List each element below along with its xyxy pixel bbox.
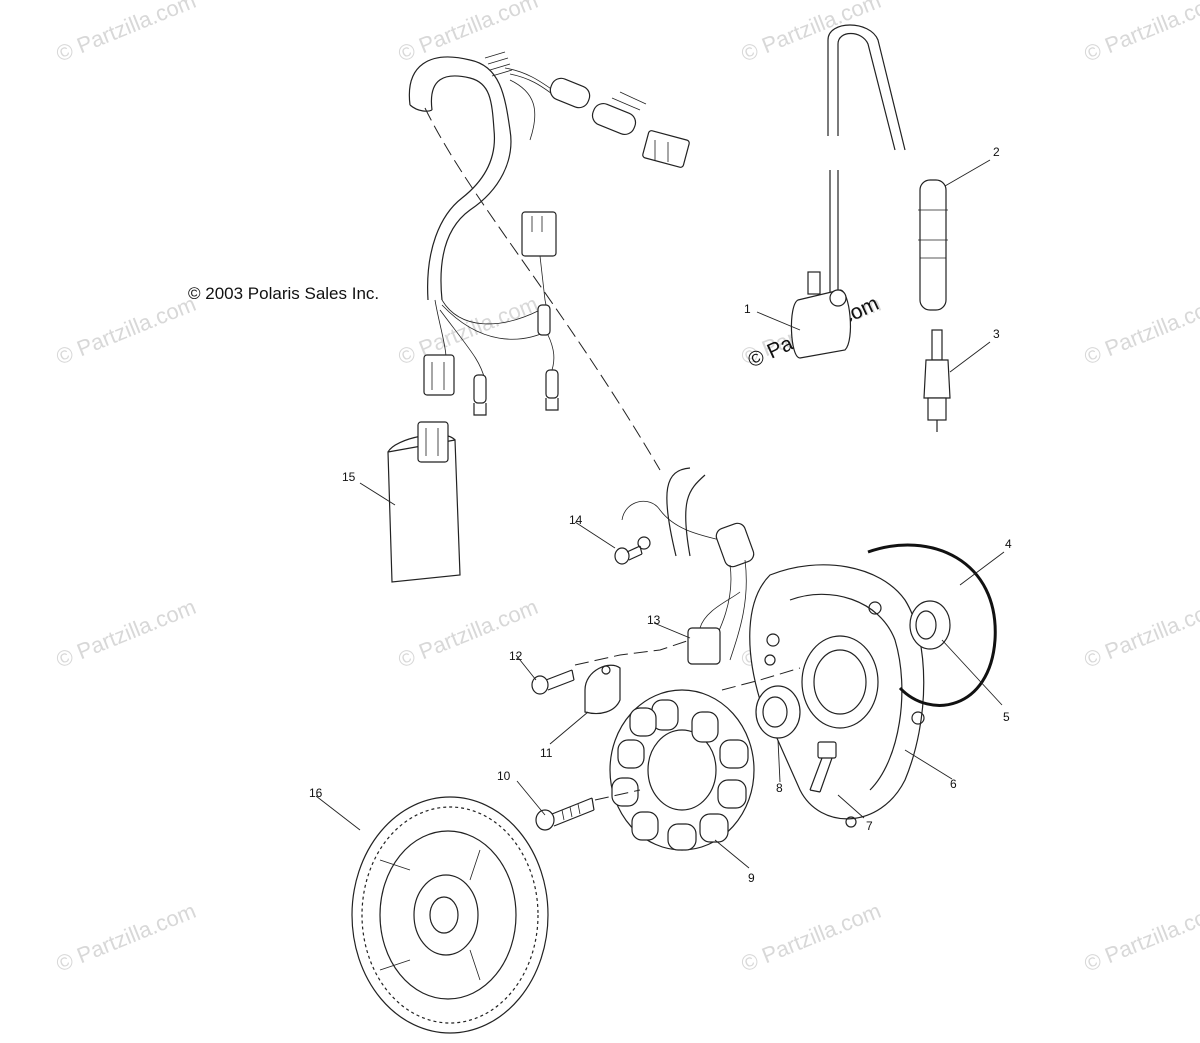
watermark: © Partzilla.com (1081, 898, 1200, 977)
stator-coils (609, 689, 755, 851)
watermark: © Partzilla.com (1081, 0, 1200, 67)
callout-6: 6 (950, 777, 957, 791)
callout-5: 5 (1003, 710, 1010, 724)
flywheel (351, 796, 549, 1034)
callout-3: 3 (993, 327, 1000, 341)
callout-11: 11 (540, 746, 553, 760)
spark-plug-cap (918, 179, 948, 311)
watermark: © Partzilla.com (53, 898, 200, 977)
wiring-harness (408, 51, 690, 416)
watermark-layer: © Partzilla.com © Partzilla.com © Partzi… (53, 0, 1200, 977)
callout-16: 16 (309, 786, 323, 800)
assembly-line (594, 789, 641, 801)
watermark: © Partzilla.com (1081, 291, 1200, 370)
callout-9: 9 (748, 871, 755, 885)
watermark: © Partzilla.com (738, 0, 885, 67)
callout-7: 7 (866, 819, 873, 833)
stator-plate (621, 467, 925, 828)
ignition-coil (790, 24, 906, 359)
spark-plug (923, 329, 951, 432)
bearing-seal (755, 685, 801, 739)
watermark: © Partzilla.com (738, 898, 885, 977)
terminal (473, 374, 487, 404)
callout-12: 12 (509, 649, 523, 663)
watermark: © Partzilla.com (53, 291, 200, 370)
connector-boot (591, 102, 637, 136)
cdi-box (387, 421, 461, 583)
leader-lines (315, 159, 1005, 869)
connector-boot (537, 304, 551, 336)
connector-plug (423, 354, 455, 396)
watermark: © Partzilla.com (1081, 594, 1200, 673)
screw-12 (531, 669, 575, 695)
connector-boot (549, 77, 591, 109)
callout-8: 8 (776, 781, 783, 795)
callout-4: 4 (1005, 537, 1012, 551)
callout-15: 15 (342, 470, 356, 484)
gasket-ring (867, 543, 997, 707)
callout-10: 10 (497, 769, 511, 783)
assembly-line (721, 667, 801, 691)
watermark: © Partzilla.com (395, 291, 542, 370)
assembly-line (424, 107, 661, 471)
copyright-notice: © 2003 Polaris Sales Inc. (188, 284, 379, 303)
callout-13: 13 (647, 613, 661, 627)
callout-labels: 1 2 3 4 5 6 7 8 9 10 11 12 13 14 15 16 (309, 145, 1012, 885)
bolt-7 (809, 741, 837, 793)
watermark: © Partzilla.com (395, 0, 542, 67)
callout-14: 14 (569, 513, 583, 527)
screw-10 (535, 797, 595, 831)
watermark: © Partzilla.com (53, 594, 200, 673)
callout-1: 1 (744, 302, 751, 316)
watermark: © Partzilla.com (53, 0, 200, 67)
connector-plug (521, 211, 557, 257)
screw-14 (614, 545, 643, 565)
oil-seal (909, 600, 951, 650)
callout-2: 2 (993, 145, 1000, 159)
assembly-line (574, 639, 691, 666)
connector-plug (642, 130, 690, 168)
terminal (545, 369, 559, 399)
wire-clamp (584, 664, 621, 715)
